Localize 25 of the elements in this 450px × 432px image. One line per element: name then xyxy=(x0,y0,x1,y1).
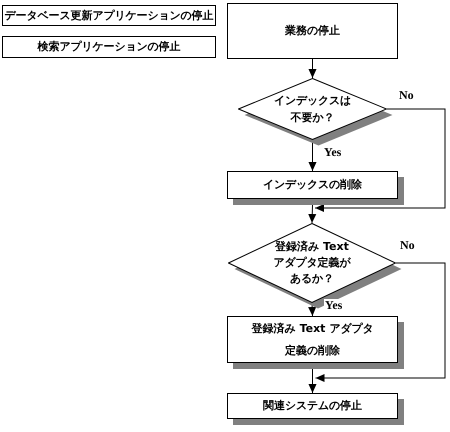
arrow xyxy=(308,58,317,78)
step-label: インデックスの削除 xyxy=(263,178,362,192)
step-label: 業務の停止 xyxy=(285,24,340,38)
process-box xyxy=(227,393,404,425)
step-label: 関連システムの停止 xyxy=(263,399,362,413)
arrow xyxy=(315,262,446,382)
question-label: インデックスは不要か？ xyxy=(273,93,352,126)
arrow xyxy=(308,204,316,224)
decision-diamond xyxy=(238,78,393,146)
process-box xyxy=(227,171,404,205)
step-label: データベース更新アプリケーションの停止 xyxy=(4,8,214,22)
step-label: 登録済み Text アダプタ定義の削除 xyxy=(250,320,374,358)
edge-label: No xyxy=(398,89,415,101)
process-box xyxy=(2,36,216,58)
edge-label: Yes xyxy=(324,299,344,311)
decision-diamond xyxy=(228,223,402,309)
step-label: 検索アプリケーションの停止 xyxy=(38,40,180,54)
process-box xyxy=(2,5,216,26)
arrow xyxy=(314,108,446,212)
arrow xyxy=(308,368,317,394)
edge-label: No xyxy=(399,239,416,251)
question-label: 登録済み Text アダプタ定義があるか？ xyxy=(272,239,352,287)
edge-label: Yes xyxy=(323,146,342,158)
process-box xyxy=(227,3,398,59)
process-box xyxy=(227,316,404,369)
